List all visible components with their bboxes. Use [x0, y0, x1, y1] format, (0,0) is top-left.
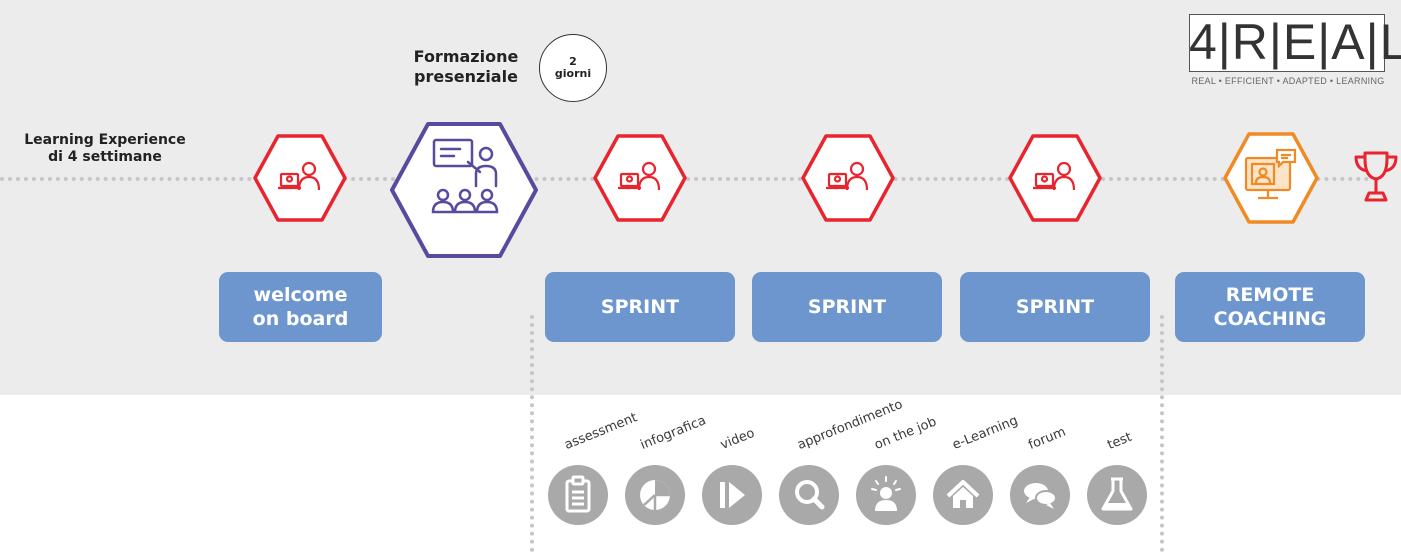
tool-video[interactable] [702, 465, 762, 525]
sprint-button-3[interactable]: SPRINT [960, 272, 1150, 342]
chat-bubbles-icon [1024, 483, 1057, 509]
flask-icon [1101, 477, 1133, 511]
person-laptop-icon [278, 161, 321, 191]
logo-tagline: REAL • EFFICIENT • ADAPTED • LEARNING [1191, 76, 1385, 86]
step-hexagon-sprint-1 [592, 132, 688, 224]
step-hexagon-sprint-3 [1007, 132, 1103, 224]
person-laptop-icon [618, 161, 661, 191]
home-icon [946, 480, 980, 508]
logo-frame [1189, 14, 1385, 72]
tool-assessment[interactable] [548, 465, 608, 525]
tool-label-infografica: infografica [638, 413, 709, 453]
step-hexagon-classroom [388, 120, 540, 260]
tool-e-learning[interactable] [933, 465, 993, 525]
tool-label-forum: forum [1026, 424, 1068, 453]
logo: 4|R|E|A|L REAL • EFFICIENT • ADAPTED • L… [1175, 12, 1401, 92]
clipboard-icon [565, 475, 591, 513]
tool-infografica[interactable] [625, 465, 685, 525]
learning-experience-title: Learning Experience di 4 settimane [24, 132, 186, 165]
pie-chart-icon [640, 480, 670, 510]
tool-forum[interactable] [1010, 465, 1070, 525]
sprint-button-1[interactable]: SPRINT [545, 272, 735, 342]
magnifier-icon [795, 480, 825, 510]
formazione-label: Formazione presenziale [413, 47, 519, 86]
video-coaching-icon [1244, 148, 1297, 200]
person-laptop-icon [1033, 161, 1076, 191]
logo-wordmark: 4|R|E|A|L [1189, 14, 1401, 70]
tool-approfondimento[interactable] [779, 465, 839, 525]
tool-label-assessment: assessment [562, 410, 640, 453]
trophy-icon [1352, 148, 1400, 210]
person-laptop-icon [826, 161, 869, 191]
tool-label-video: video [718, 425, 757, 453]
sprint-button-2[interactable]: SPRINT [752, 272, 942, 342]
duration-badge: 2 giorni [539, 34, 607, 102]
duration-value: 2 [569, 55, 577, 68]
worker-idea-icon [871, 476, 901, 511]
tool-label-test: test [1105, 429, 1135, 453]
duration-unit: giorni [554, 67, 592, 80]
step-hexagon-sprint-2 [800, 132, 896, 224]
sprint-bracket-left [530, 315, 534, 552]
sprint-bracket-right [1160, 315, 1164, 552]
welcome-on-board-button[interactable]: welcome on board [219, 272, 382, 342]
step-hexagon-welcome [252, 132, 348, 224]
tool-label-on-the-job: on the job [872, 414, 939, 453]
tool-test[interactable] [1087, 465, 1147, 525]
remote-coaching-button[interactable]: REMOTE COACHING [1175, 272, 1365, 342]
tool-on-the-job[interactable] [856, 465, 916, 525]
play-icon [720, 482, 745, 508]
tool-label-e-learning: e-Learning [950, 413, 1021, 453]
classroom-teacher-icon [431, 138, 499, 214]
step-hexagon-remote-coaching [1222, 130, 1320, 226]
